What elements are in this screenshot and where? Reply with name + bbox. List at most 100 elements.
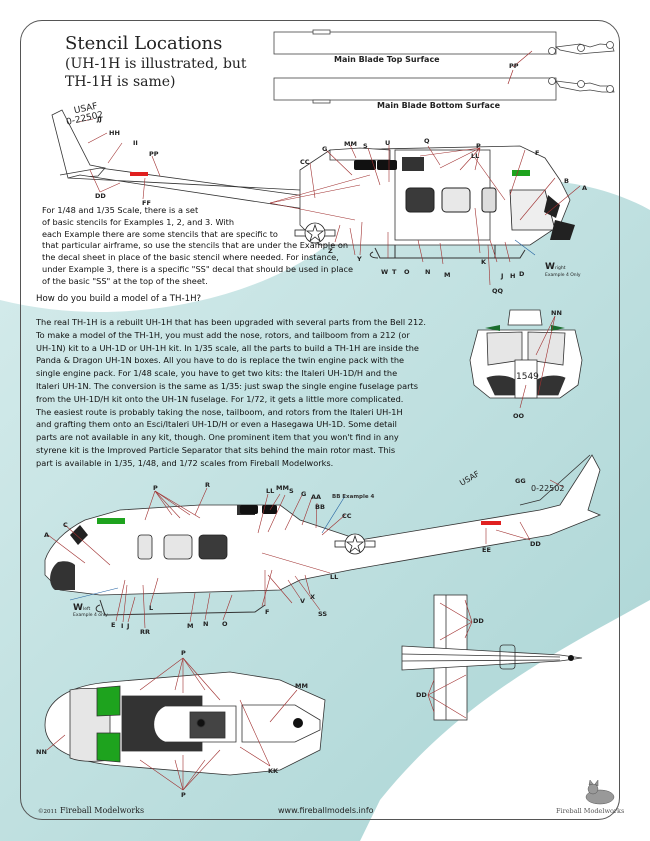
callout-pp-blade: PP (509, 62, 519, 70)
callout-p-top-lower: P (181, 791, 186, 799)
callout-cc: CC (300, 158, 310, 166)
callout-ff: FF (142, 199, 151, 207)
callout-dd-stab-lower: DD (416, 691, 427, 699)
w-left-letter: W (73, 603, 83, 613)
callout-n: N (425, 268, 431, 276)
callout-s-left: S (289, 487, 294, 495)
callout-y: Y (357, 255, 362, 263)
page-subtitle-line-1: (UH-1H is illustrated, but (65, 56, 247, 72)
bb-example-note: BB Example 4 (332, 494, 375, 500)
roundel-left (334, 533, 376, 555)
callout-z: Z (328, 247, 333, 255)
body-line: from the UH-1D/H kit onto the UH-1N fuse… (36, 393, 404, 404)
callout-o: O (404, 268, 410, 276)
body-line: single engine pack. For 1/48 scale, you … (36, 368, 398, 379)
intro-line: each Example there are some stencils tha… (42, 228, 278, 239)
callout-ss: SS (318, 610, 328, 618)
callout-r: R (205, 481, 211, 489)
callout-p: P (476, 142, 481, 150)
intro-line: For 1/48 and 1/35 Scale, there is a set (42, 205, 199, 215)
body-line: Panda & Dragon UH-1N boxes. All you have… (36, 355, 405, 366)
intro-line: the decal sheet in place of the basic st… (42, 252, 339, 263)
callout-aa: AA (311, 493, 322, 501)
footer-url[interactable]: www.fireballmodels.info (278, 806, 374, 815)
roundel-right (294, 222, 336, 244)
page-border (20, 20, 620, 820)
body-line: The easiest route is probably taking the… (36, 406, 403, 417)
w-right-note: Wright (545, 262, 566, 272)
callout-u: U (385, 139, 391, 147)
body-line: styrene kit is the Improved Particle Sep… (36, 444, 396, 455)
callout-s: S (363, 142, 368, 150)
callout-q: Q (424, 137, 430, 145)
callout-i: I (121, 622, 124, 630)
intro-line: of basic stencils for Examples 1, 2, and… (42, 216, 235, 227)
callout-w: W (381, 268, 389, 276)
callout-bb: BB (315, 503, 325, 511)
callout-o-left: O (222, 620, 228, 628)
left-tail-marking-serial: 0-22502 (531, 484, 565, 493)
callout-e: E (111, 621, 116, 629)
body-line: part is available in 1/35, 1/48, and 1/7… (36, 457, 334, 468)
callout-nn-top: NN (36, 748, 47, 756)
w-left-note: Wleft (73, 603, 90, 613)
page-subtitle-line-2: TH-1H is same) (65, 74, 176, 90)
w-right-letter: W (545, 262, 555, 272)
callout-ii: II (133, 139, 138, 147)
callout-x: X (310, 593, 316, 601)
callout-mm: MM (344, 140, 357, 148)
intro-line: under Example 3, there is a specific "SS… (42, 263, 354, 274)
callout-p-left: P (153, 484, 158, 492)
callout-jj: JJ (97, 115, 102, 123)
callout-m: M (444, 271, 451, 279)
callout-ee: EE (482, 546, 491, 554)
question-heading: How do you build a model of a TH-1H? (36, 294, 202, 304)
copyright-year: ©2011 (38, 809, 58, 815)
body-line: UH-1N) kit to a UH-1D or UH-1H kit. In 1… (36, 342, 419, 353)
callout-a: A (582, 184, 588, 192)
callout-k: K (481, 258, 487, 266)
callout-m-left: M (187, 622, 194, 630)
callout-l: L (149, 604, 154, 612)
callout-hh: HH (109, 129, 120, 137)
callout-dd: DD (95, 192, 106, 200)
blade-bottom-label: Main Blade Bottom Surface (377, 101, 501, 110)
callout-dd-stab-upper: DD (473, 617, 484, 625)
callout-h: H (510, 272, 516, 280)
callout-pp: PP (149, 150, 159, 158)
w-right-example-note: Example 4 Only (545, 273, 581, 278)
callout-f-left: F (265, 608, 270, 616)
intro-paragraph: For 1/48 and 1/35 Scale, there is a set … (42, 205, 353, 288)
callout-v: V (300, 597, 306, 605)
callout-n-left: N (203, 620, 209, 628)
body-line: and grafting them onto an Esci/Italeri U… (36, 419, 397, 430)
callout-ll-left-top: LL (266, 487, 275, 495)
callout-c: C (63, 521, 68, 529)
callout-t: T (392, 268, 397, 276)
footer-copyright: ©2011 Fireball Modelworks (38, 806, 144, 815)
footer-brand: Fireball Modelworks (60, 806, 145, 815)
callout-kk: KK (268, 767, 279, 775)
page-title: Stencil Locations (65, 33, 223, 54)
callout-j: J (501, 272, 504, 280)
blade-top-label: Main Blade Top Surface (334, 55, 440, 64)
callout-dd-left: DD (530, 540, 541, 548)
blade-bottom (273, 77, 557, 101)
callout-rr: RR (140, 628, 151, 636)
callout-j-left: J (127, 622, 130, 630)
nose-number: 1549 (516, 372, 539, 382)
body-line: parts are not available in any kit, thou… (36, 432, 399, 443)
w-left-sub: left (82, 607, 91, 612)
body-paragraph: The real TH-1H is a rebuilt UH-1H that h… (36, 316, 426, 470)
intro-line: that particular airframe, so use the ste… (42, 240, 349, 251)
callout-b: B (564, 177, 569, 185)
callout-g-left: G (301, 490, 307, 498)
callout-cc-left: CC (342, 512, 352, 520)
body-line: To make a model of the TH-1H, you must a… (36, 329, 410, 340)
title-block: Stencil Locations (UH-1H is illustrated,… (65, 33, 247, 91)
callout-mm-top: MM (295, 682, 308, 690)
